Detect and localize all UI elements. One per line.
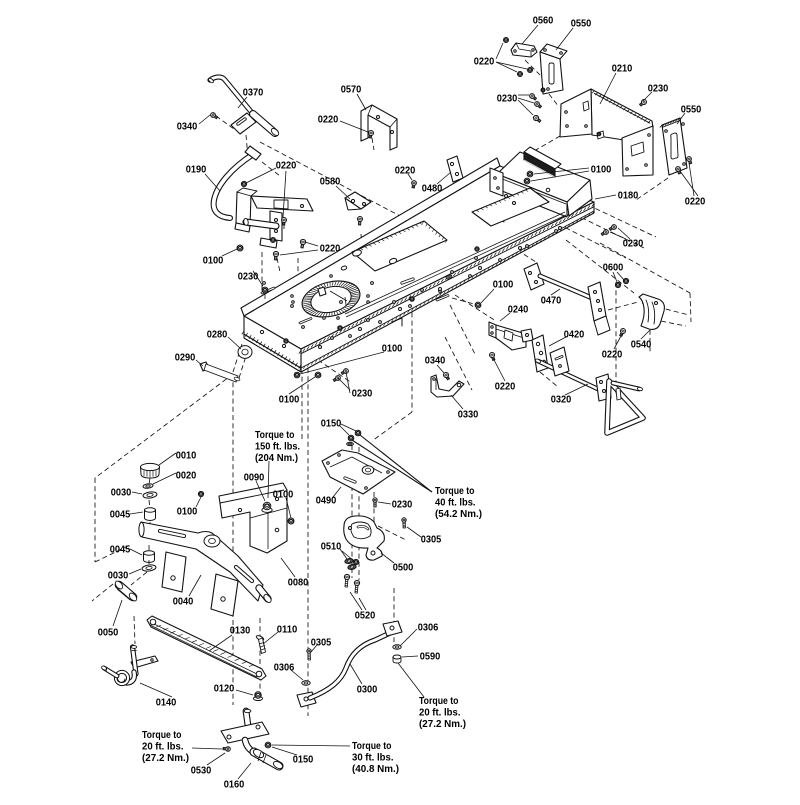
svg-text:0580: 0580 — [320, 177, 341, 188]
svg-text:0140: 0140 — [156, 698, 177, 709]
svg-text:Torque to: Torque to — [419, 696, 459, 707]
svg-text:0305: 0305 — [421, 535, 442, 546]
svg-text:0230: 0230 — [623, 239, 644, 250]
svg-text:150 ft. lbs.: 150 ft. lbs. — [255, 442, 300, 453]
svg-text:0110: 0110 — [277, 625, 298, 636]
svg-text:0320: 0320 — [551, 395, 572, 406]
svg-text:(54.2 Nm.): (54.2 Nm.) — [435, 509, 482, 520]
svg-text:0230: 0230 — [497, 94, 518, 105]
svg-text:(27.2 Nm.): (27.2 Nm.) — [142, 753, 189, 764]
svg-text:40 ft. lbs.: 40 ft. lbs. — [435, 498, 476, 509]
svg-text:0020: 0020 — [176, 471, 197, 482]
svg-text:0500: 0500 — [393, 563, 414, 574]
svg-text:0080: 0080 — [288, 578, 309, 589]
svg-text:0540: 0540 — [631, 340, 652, 351]
svg-text:0045: 0045 — [110, 510, 131, 521]
svg-text:0160: 0160 — [224, 780, 245, 791]
svg-text:0190: 0190 — [186, 165, 207, 176]
svg-text:0150: 0150 — [293, 755, 314, 766]
svg-text:30 ft. lbs.: 30 ft. lbs. — [352, 753, 394, 764]
svg-text:0090: 0090 — [244, 473, 265, 484]
svg-text:Torque to: Torque to — [142, 730, 182, 741]
svg-text:0470: 0470 — [541, 296, 562, 307]
svg-text:0045: 0045 — [110, 545, 131, 556]
svg-text:0100: 0100 — [279, 395, 300, 406]
svg-text:0520: 0520 — [355, 611, 376, 622]
svg-text:0220: 0220 — [276, 161, 297, 172]
svg-text:0220: 0220 — [602, 350, 623, 361]
svg-text:0180: 0180 — [618, 191, 639, 202]
svg-text:0340: 0340 — [177, 122, 198, 133]
svg-text:0600: 0600 — [603, 263, 624, 274]
svg-text:0100: 0100 — [203, 256, 224, 267]
svg-text:0550: 0550 — [681, 105, 702, 116]
svg-text:0280: 0280 — [207, 330, 228, 341]
svg-text:0490: 0490 — [316, 496, 337, 507]
svg-text:0220: 0220 — [318, 115, 339, 126]
svg-text:20 ft. lbs.: 20 ft. lbs. — [419, 708, 461, 719]
svg-text:0510: 0510 — [321, 542, 342, 553]
svg-text:(40.8 Nm.): (40.8 Nm.) — [352, 764, 399, 775]
svg-text:0100: 0100 — [493, 280, 514, 291]
svg-text:0150: 0150 — [321, 419, 342, 430]
svg-text:0100: 0100 — [591, 165, 612, 176]
svg-text:0300: 0300 — [357, 685, 378, 696]
svg-text:0420: 0420 — [564, 330, 585, 341]
svg-text:0050: 0050 — [98, 628, 119, 639]
svg-text:0230: 0230 — [392, 500, 413, 511]
svg-text:0590: 0590 — [420, 652, 441, 663]
svg-text:0010: 0010 — [176, 451, 197, 462]
svg-text:(204 Nm.): (204 Nm.) — [255, 453, 298, 464]
svg-text:0220: 0220 — [474, 57, 495, 68]
svg-text:0240: 0240 — [508, 305, 529, 316]
svg-text:0230: 0230 — [352, 389, 373, 400]
svg-text:0306: 0306 — [418, 623, 439, 634]
svg-text:0220: 0220 — [495, 382, 516, 393]
svg-text:0330: 0330 — [458, 410, 479, 421]
svg-text:0100: 0100 — [273, 490, 294, 501]
svg-text:0560: 0560 — [533, 16, 554, 27]
svg-text:0220: 0220 — [685, 197, 706, 208]
svg-text:0480: 0480 — [422, 184, 443, 195]
svg-text:0306: 0306 — [274, 663, 295, 674]
svg-text:0550: 0550 — [571, 19, 592, 30]
svg-text:0130: 0130 — [230, 626, 251, 637]
svg-text:0030: 0030 — [111, 488, 132, 499]
svg-text:0570: 0570 — [341, 85, 362, 96]
svg-text:0120: 0120 — [214, 684, 235, 695]
svg-text:0220: 0220 — [395, 166, 416, 177]
svg-text:0040: 0040 — [173, 597, 194, 608]
svg-text:0230: 0230 — [238, 272, 259, 283]
svg-text:0370: 0370 — [243, 88, 264, 99]
svg-text:0340: 0340 — [425, 356, 446, 367]
svg-text:Torque to: Torque to — [352, 741, 392, 752]
svg-text:20 ft. lbs.: 20 ft. lbs. — [142, 742, 184, 753]
svg-text:Torque to: Torque to — [435, 486, 475, 497]
svg-text:Torque to: Torque to — [255, 430, 295, 441]
svg-text:0210: 0210 — [612, 64, 633, 75]
svg-text:0030: 0030 — [108, 571, 129, 582]
svg-text:0230: 0230 — [648, 84, 669, 95]
svg-text:0220: 0220 — [320, 244, 341, 255]
svg-text:0305: 0305 — [311, 638, 332, 649]
svg-text:0530: 0530 — [191, 766, 212, 777]
svg-text:(27.2 Nm.): (27.2 Nm.) — [419, 719, 466, 730]
svg-text:0290: 0290 — [175, 353, 196, 364]
svg-text:0100: 0100 — [382, 344, 403, 355]
svg-text:0100: 0100 — [177, 507, 198, 518]
